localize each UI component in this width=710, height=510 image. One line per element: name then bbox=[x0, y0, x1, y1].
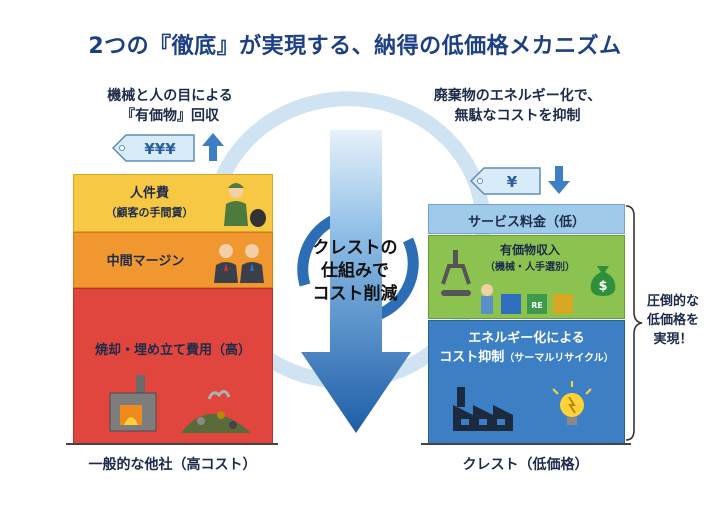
service-fee-block: サービス料金（低） bbox=[428, 204, 625, 234]
disposal-cost-label: 焼却・埋め立て費用（高） bbox=[94, 343, 251, 358]
left-baseline bbox=[66, 443, 278, 445]
factory-icon bbox=[453, 387, 513, 431]
sorting-bins-icon: RE bbox=[481, 284, 573, 314]
left-caption-line1: 機械と人の目による bbox=[107, 88, 233, 104]
valuables-revenue-label: 有価物収入 bbox=[499, 243, 560, 257]
incinerator-icon bbox=[109, 375, 157, 432]
left-caption-line2: 『有価物』回収 bbox=[121, 108, 219, 124]
labor-cost-label: 人件費 bbox=[129, 186, 169, 201]
valuables-revenue-sublabel: （機械・人手選別） bbox=[485, 262, 575, 273]
center-text-line1: クレストの bbox=[312, 238, 398, 258]
bracket-label-line2: 低価格を bbox=[646, 313, 699, 328]
right-caption-line1: 廃棄物のエネルギー化で、 bbox=[433, 88, 602, 104]
labor-cost-sublabel: （顧客の手間賃） bbox=[105, 206, 194, 219]
service-fee-label: サービス料金（低） bbox=[467, 215, 585, 230]
bracket-label-line1: 圧倒的な bbox=[646, 294, 699, 309]
right-caption: 廃棄物のエネルギー化で、 無駄なコストを抑制 bbox=[405, 86, 630, 126]
cost-reduction-arrow bbox=[301, 130, 411, 433]
center-text-line2: 仕組みで bbox=[321, 261, 389, 281]
price-tag-low: ¥ bbox=[469, 166, 570, 195]
left-caption: 機械と人の目による 『有価物』回収 bbox=[60, 86, 280, 126]
right-baseline bbox=[421, 443, 631, 445]
right-bracket bbox=[625, 205, 643, 441]
intermediary-margin-block: 中間マージン bbox=[73, 232, 273, 288]
worker-icon bbox=[224, 183, 266, 227]
energy-recovery-sublabel: （サーマルリサイクル） bbox=[504, 353, 614, 364]
valuables-revenue-block: 有価物収入 （機械・人手選別） RE $ bbox=[428, 235, 625, 319]
bin-label: RE bbox=[531, 301, 543, 310]
money-bag-icon: $ bbox=[590, 266, 616, 296]
right-tag-text: ¥ bbox=[507, 173, 518, 191]
center-text: クレストの 仕組みで コスト削減 bbox=[290, 237, 420, 306]
disposal-cost-block: 焼却・埋め立て費用（高） bbox=[73, 288, 273, 445]
intermediary-margin-label: 中間マージン bbox=[106, 254, 185, 269]
energy-recovery-label: エネルギー化による bbox=[468, 331, 585, 346]
left-footer: 一般的な他社（高コスト） bbox=[88, 457, 257, 473]
right-caption-line2: 無駄なコストを抑制 bbox=[454, 108, 581, 124]
bracket-label: 圧倒的な 低価格を 実現！ bbox=[640, 292, 706, 349]
center-text-line3: コスト削減 bbox=[312, 284, 398, 304]
labor-cost-block: 人件費 （顧客の手間賃） bbox=[73, 174, 273, 232]
left-tag-text: ¥¥¥ bbox=[144, 140, 176, 158]
page-title: 2つの『徹底』が実現する、納得の低価格メカニズム bbox=[88, 34, 622, 59]
energy-recovery-label-2: コスト抑制 bbox=[439, 350, 505, 365]
right-footer: クレスト（低価格） bbox=[462, 457, 589, 473]
bracket-label-line3: 実現！ bbox=[653, 332, 693, 347]
landfill-icon bbox=[181, 390, 251, 433]
energy-recovery-block: エネルギー化による コスト抑制（サーマルリサイクル） bbox=[428, 320, 625, 444]
businessmen-icon bbox=[214, 244, 264, 283]
crane-claw-icon bbox=[441, 250, 471, 296]
svg-text:$: $ bbox=[598, 279, 607, 294]
light-bulb-icon bbox=[552, 381, 592, 425]
price-tag-high: ¥¥¥ bbox=[111, 133, 224, 162]
